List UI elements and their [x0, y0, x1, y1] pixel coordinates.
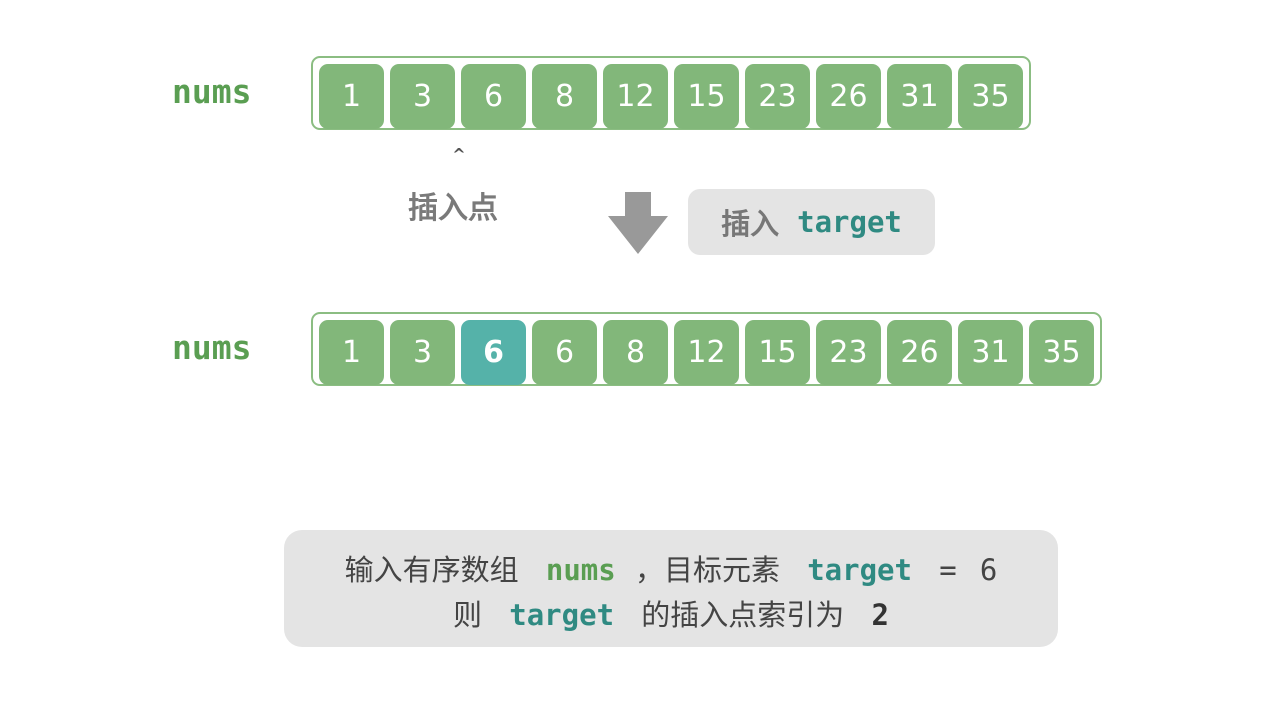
- caption-panel: 输入有序数组 nums ，目标元素 target = 6 则 target 的插…: [284, 530, 1058, 647]
- caption-line1-prefix: 输入有序数组: [344, 553, 519, 587]
- array-cell: 1: [319, 320, 384, 385]
- array-cell: 15: [745, 320, 810, 385]
- caption-line1-mid: 目标元素: [663, 553, 780, 587]
- array-cell: 15: [674, 64, 739, 129]
- array-cell: 8: [532, 64, 597, 129]
- caption-line2-prefix: 则: [453, 598, 483, 632]
- caption-line2-mid: 的插入点索引为: [641, 598, 845, 632]
- insertion-point-label: 插入点: [408, 191, 498, 226]
- insert-target-panel: 插入 target: [688, 189, 935, 255]
- after-array-label: nums: [172, 328, 252, 367]
- insert-target-code: target: [797, 205, 902, 239]
- array-cell-inserted: 6: [461, 320, 526, 385]
- array-cell: 23: [816, 320, 881, 385]
- array-cell: 3: [390, 320, 455, 385]
- caption-comma: ，: [634, 553, 664, 587]
- array-cell: 6: [461, 64, 526, 129]
- caption-line-1: 输入有序数组 nums ，目标元素 target = 6: [284, 547, 1058, 589]
- caption-target-code: target: [807, 553, 912, 587]
- array-cell: 6: [532, 320, 597, 385]
- array-cell: 35: [958, 64, 1023, 129]
- array-cell: 26: [887, 320, 952, 385]
- caption-index-value: 2: [871, 598, 889, 632]
- before-array-label: nums: [172, 72, 252, 111]
- caption-nums-code: nums: [545, 553, 616, 587]
- array-cell: 31: [887, 64, 952, 129]
- array-cell: 8: [603, 320, 668, 385]
- insertion-pointer-caret: ^: [452, 145, 466, 164]
- caption-equals: =: [939, 553, 957, 587]
- array-cell: 35: [1029, 320, 1094, 385]
- caption-target-value: 6: [979, 553, 998, 587]
- array-cell: 31: [958, 320, 1023, 385]
- array-cell: 3: [390, 64, 455, 129]
- insert-verb: 插入: [721, 207, 780, 241]
- caption-line-2: 则 target 的插入点索引为 2: [284, 592, 1058, 634]
- array-cell: 23: [745, 64, 810, 129]
- caption-line2-target-code: target: [509, 598, 615, 632]
- array-cell: 1: [319, 64, 384, 129]
- array-cell: 12: [674, 320, 739, 385]
- down-arrow-icon: [608, 192, 668, 254]
- array-cell: 26: [816, 64, 881, 129]
- array-cell: 12: [603, 64, 668, 129]
